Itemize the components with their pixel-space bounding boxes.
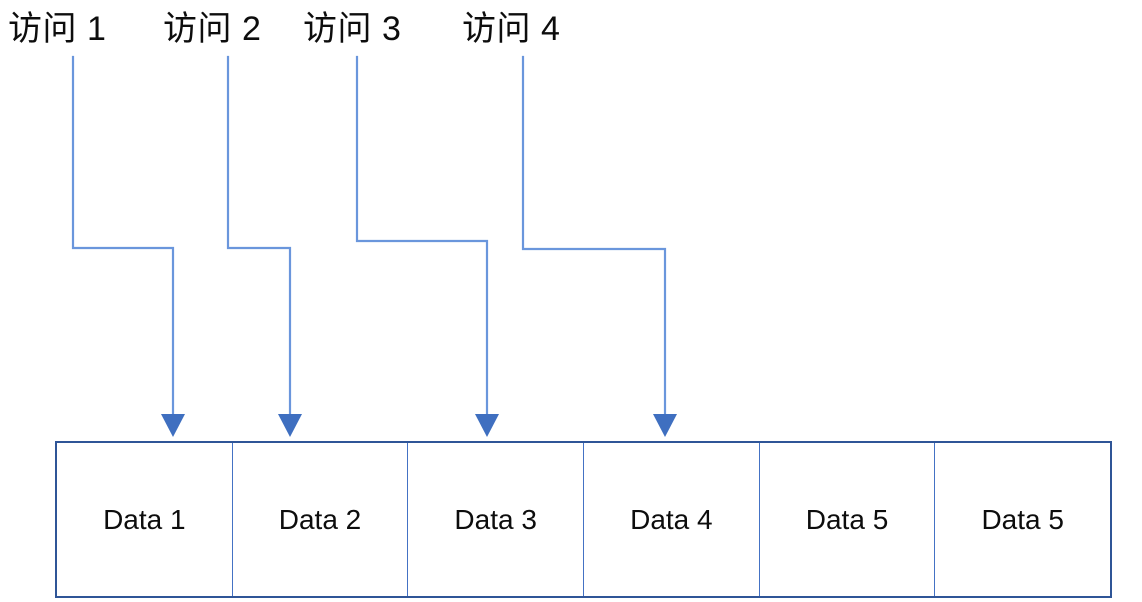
- access-label-3: 访问 3: [303, 10, 402, 48]
- access-label-2: 访问 2: [163, 10, 262, 48]
- access-label-4: 访问 4: [462, 10, 561, 48]
- data-cell-6: Data 5: [981, 503, 1064, 535]
- data-table: Data 1 Data 2 Data 3 Data 4 Data 5 Data …: [55, 441, 1112, 598]
- data-cell-3: Data 3: [408, 443, 585, 596]
- data-cell-1: Data 1: [57, 443, 233, 596]
- data-cell-2: Data 2: [233, 443, 409, 596]
- arrowhead-icon-3: [475, 414, 499, 437]
- data-cell-5: Data 5: [760, 443, 936, 596]
- connector-line-2: [226, 55, 292, 426]
- arrowhead-icon-1: [161, 414, 185, 437]
- arrowhead-icon-4: [653, 414, 677, 437]
- access-label-1: 访问 1: [8, 10, 107, 48]
- arrowhead-icon-2: [278, 414, 302, 437]
- data-cell-4: Data 4: [584, 443, 760, 596]
- connector-line-3: [355, 55, 489, 426]
- connector-line-1: [71, 55, 175, 426]
- connector-line-4: [521, 55, 667, 426]
